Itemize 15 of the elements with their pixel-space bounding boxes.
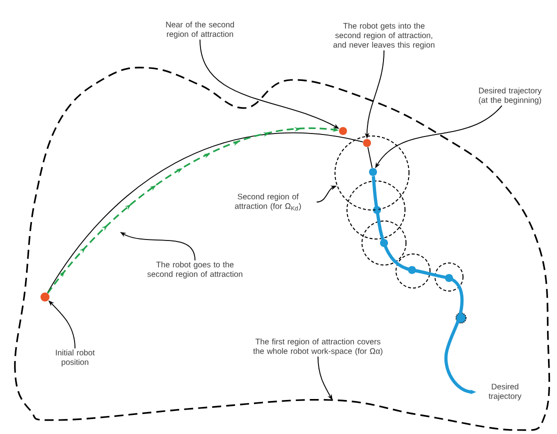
annotation-text: Initial robot position: [56, 350, 95, 366]
robot-position-dot: [40, 292, 50, 302]
annotation-text: Desired trajectory (at the beginning): [478, 88, 542, 104]
annotation-text: The robot goes to the second region of attraction: [147, 262, 242, 278]
annotation-text: Near of the second region of attraction: [166, 22, 234, 38]
annotation-text: Second region of attraction (for Ω$_{Kd}$): [234, 194, 301, 210]
trajectory-point: [369, 168, 377, 176]
annotation-text: The first region of attraction covers the whole robot work-space (for Ωα): [253, 338, 382, 356]
robot-position-dot: [363, 139, 371, 147]
robot-path: [367, 146, 373, 168]
work-space-boundary: [14, 66, 550, 431]
robot-position-dot: [339, 127, 347, 135]
annotation-text: Desired trajectory: [488, 384, 522, 400]
region-circle: [334, 136, 410, 210]
annotation-text: The robot gets into the second region of attraction, and never leaves this region: [333, 22, 434, 50]
